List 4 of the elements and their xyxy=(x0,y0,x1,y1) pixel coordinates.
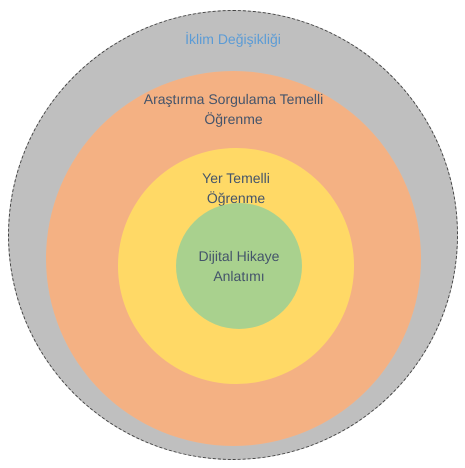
circle-label: Yer Temelli Öğrenme xyxy=(201,169,271,208)
circle-label: İklim Değişikliği xyxy=(184,30,282,49)
circle-label: Araştırma Sorgulama Temelli Öğrenme xyxy=(144,90,324,129)
circle-label: Dijital Hikaye Anlatımı xyxy=(198,247,280,286)
